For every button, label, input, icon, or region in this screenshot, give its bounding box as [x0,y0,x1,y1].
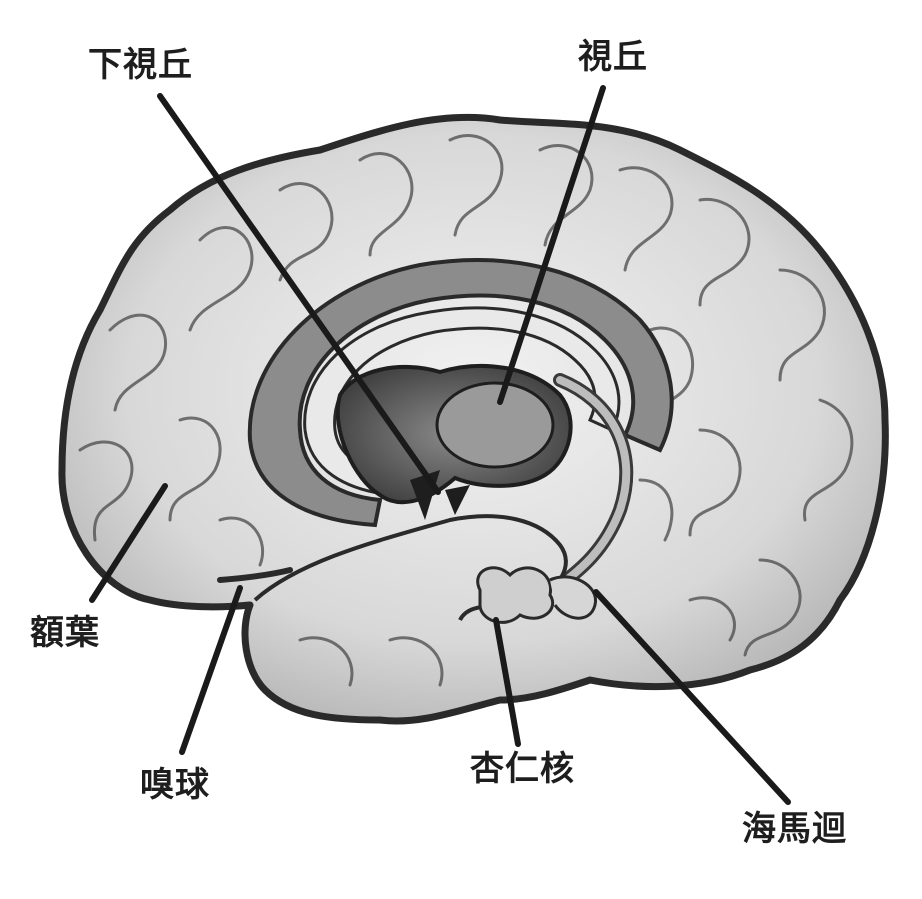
leader-frontal-lobe [89,483,168,603]
limbic-ring-outer [247,258,674,528]
olfactory-tract [217,567,293,583]
leader-olfactory-bulb [179,585,243,755]
leader-thalamus [497,85,606,405]
hippocampus-label: 海馬迴 [742,809,847,849]
olfactory-bulb-label: 嗅球 [140,765,210,805]
leader-hippocampus [593,589,791,805]
thalamus-core [435,381,555,469]
frontal-lobe-label: 額葉 [30,613,100,653]
amygdala-shape [476,566,555,624]
amygdala-label: 杏仁核 [470,749,575,789]
leader-amygdala [493,617,521,747]
leader-hypothalamus [157,93,441,495]
hypothalamus-label: 下視丘 [88,45,193,85]
leader-lines [89,85,791,805]
gyri-texture [78,134,854,687]
thalamus-label: 視丘 [578,37,648,77]
